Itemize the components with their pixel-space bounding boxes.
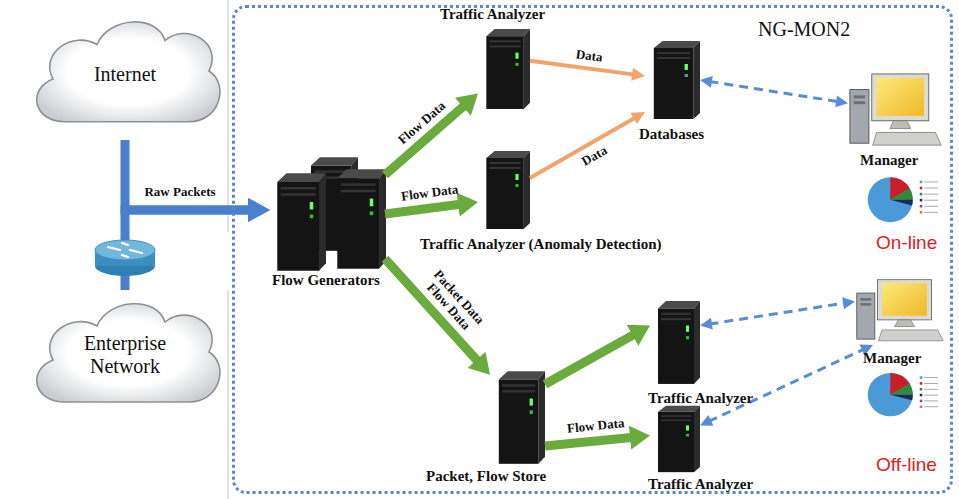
node-label: Databases bbox=[639, 126, 704, 143]
arrow-head bbox=[457, 193, 478, 217]
cloud-label: Internet bbox=[94, 63, 156, 86]
arrow-head bbox=[627, 325, 650, 346]
connector-line bbox=[385, 204, 462, 214]
arrow-head bbox=[455, 94, 478, 116]
server-icon bbox=[277, 173, 326, 271]
panel-rule bbox=[228, 0, 229, 232]
edge-label: Data bbox=[579, 144, 609, 169]
node-label: Packet, Flow Store bbox=[426, 468, 546, 485]
server-icon bbox=[486, 29, 530, 109]
pie-chart bbox=[868, 373, 938, 416]
server-icon bbox=[337, 169, 386, 268]
router-icon bbox=[95, 240, 155, 276]
data-flow-arrow bbox=[530, 112, 645, 178]
arrow-head bbox=[629, 426, 650, 450]
arrow-head bbox=[835, 95, 848, 107]
node-label: Traffic Analyzer (Anomaly Detection) bbox=[420, 236, 661, 253]
connector-line bbox=[709, 303, 845, 324]
edge-label: Data bbox=[575, 47, 603, 64]
data-flow-arrow bbox=[700, 345, 873, 426]
data-flow-arrow bbox=[700, 297, 855, 329]
computer-icon bbox=[850, 74, 941, 145]
data-flow-arrow bbox=[545, 426, 650, 450]
server-icon bbox=[499, 371, 545, 464]
node-label: Manager bbox=[863, 350, 921, 367]
arrow-head bbox=[468, 352, 490, 375]
connector-line bbox=[530, 61, 635, 75]
node-label: Traffic Analyzer bbox=[648, 476, 753, 493]
server-node: Databases bbox=[645, 40, 700, 120]
cloud-label: Enterprise Network bbox=[65, 332, 185, 378]
mode-label: Off-line bbox=[876, 454, 937, 476]
panel-rule bbox=[228, 290, 229, 499]
system-title: NG-MON2 bbox=[758, 18, 850, 41]
cloud-outline bbox=[37, 22, 220, 122]
server-icon bbox=[658, 406, 700, 472]
arrow-head bbox=[700, 318, 713, 330]
data-flow-arrow bbox=[700, 76, 848, 107]
connector-line bbox=[545, 333, 636, 384]
data-flow-arrow bbox=[530, 61, 645, 81]
node-label: Flow Generators bbox=[272, 272, 380, 289]
node-label: Traffic Analyzer bbox=[440, 6, 545, 23]
connector-line bbox=[385, 259, 479, 363]
data-flow-arrow bbox=[545, 325, 650, 384]
arrow-head bbox=[631, 68, 645, 81]
server-icon bbox=[654, 41, 700, 119]
connector-line bbox=[709, 349, 865, 421]
computer-icon bbox=[857, 280, 943, 341]
server-icon bbox=[658, 301, 700, 384]
cloud-outline bbox=[37, 304, 220, 402]
node-label: Manager bbox=[860, 152, 918, 169]
edge-label: Flow Data bbox=[395, 99, 447, 147]
cloud-node: Internet bbox=[25, 8, 225, 140]
node-label: Traffic Analyzer bbox=[648, 390, 753, 407]
arrow-head bbox=[700, 76, 713, 88]
connector-line bbox=[709, 81, 838, 101]
server-node: Traffic Analyzer (Anomaly Detection) bbox=[478, 150, 530, 230]
arrow-head bbox=[248, 198, 270, 222]
server-node: Traffic Analyzer bbox=[650, 300, 700, 385]
arrow-head bbox=[630, 112, 645, 124]
edge-label: Packet Data Flow Data bbox=[417, 263, 491, 341]
server-node: Packet, Flow Store bbox=[490, 370, 545, 465]
edge-label: Flow Data bbox=[400, 182, 459, 203]
cloud-node: Enterprise Network bbox=[25, 290, 225, 420]
server-node: Traffic Analyzer bbox=[478, 28, 530, 110]
manager-node: Manager bbox=[855, 278, 945, 345]
connector-line bbox=[385, 104, 466, 175]
data-flow-arrow bbox=[385, 94, 478, 175]
server-node: Traffic Analyzer bbox=[650, 405, 700, 473]
arrow-head bbox=[248, 198, 270, 222]
data-flow-arrow bbox=[385, 259, 490, 375]
pie-chart bbox=[868, 177, 938, 222]
server-icon bbox=[486, 151, 530, 229]
arrow-head bbox=[842, 297, 855, 309]
server-node: Flow Generators bbox=[270, 158, 385, 270]
arrow-head bbox=[700, 415, 713, 426]
connector-line bbox=[545, 437, 634, 446]
edge-label: Flow Data bbox=[567, 416, 625, 435]
data-flow-arrow bbox=[385, 193, 478, 217]
edge-label: Raw Packets bbox=[144, 185, 215, 199]
connector-line bbox=[530, 117, 636, 178]
manager-node: Manager bbox=[848, 72, 943, 150]
system-boundary: NG-MON2Flow GeneratorsTraffic AnalyzerTr… bbox=[232, 5, 953, 494]
mode-label: On-line bbox=[876, 232, 937, 254]
